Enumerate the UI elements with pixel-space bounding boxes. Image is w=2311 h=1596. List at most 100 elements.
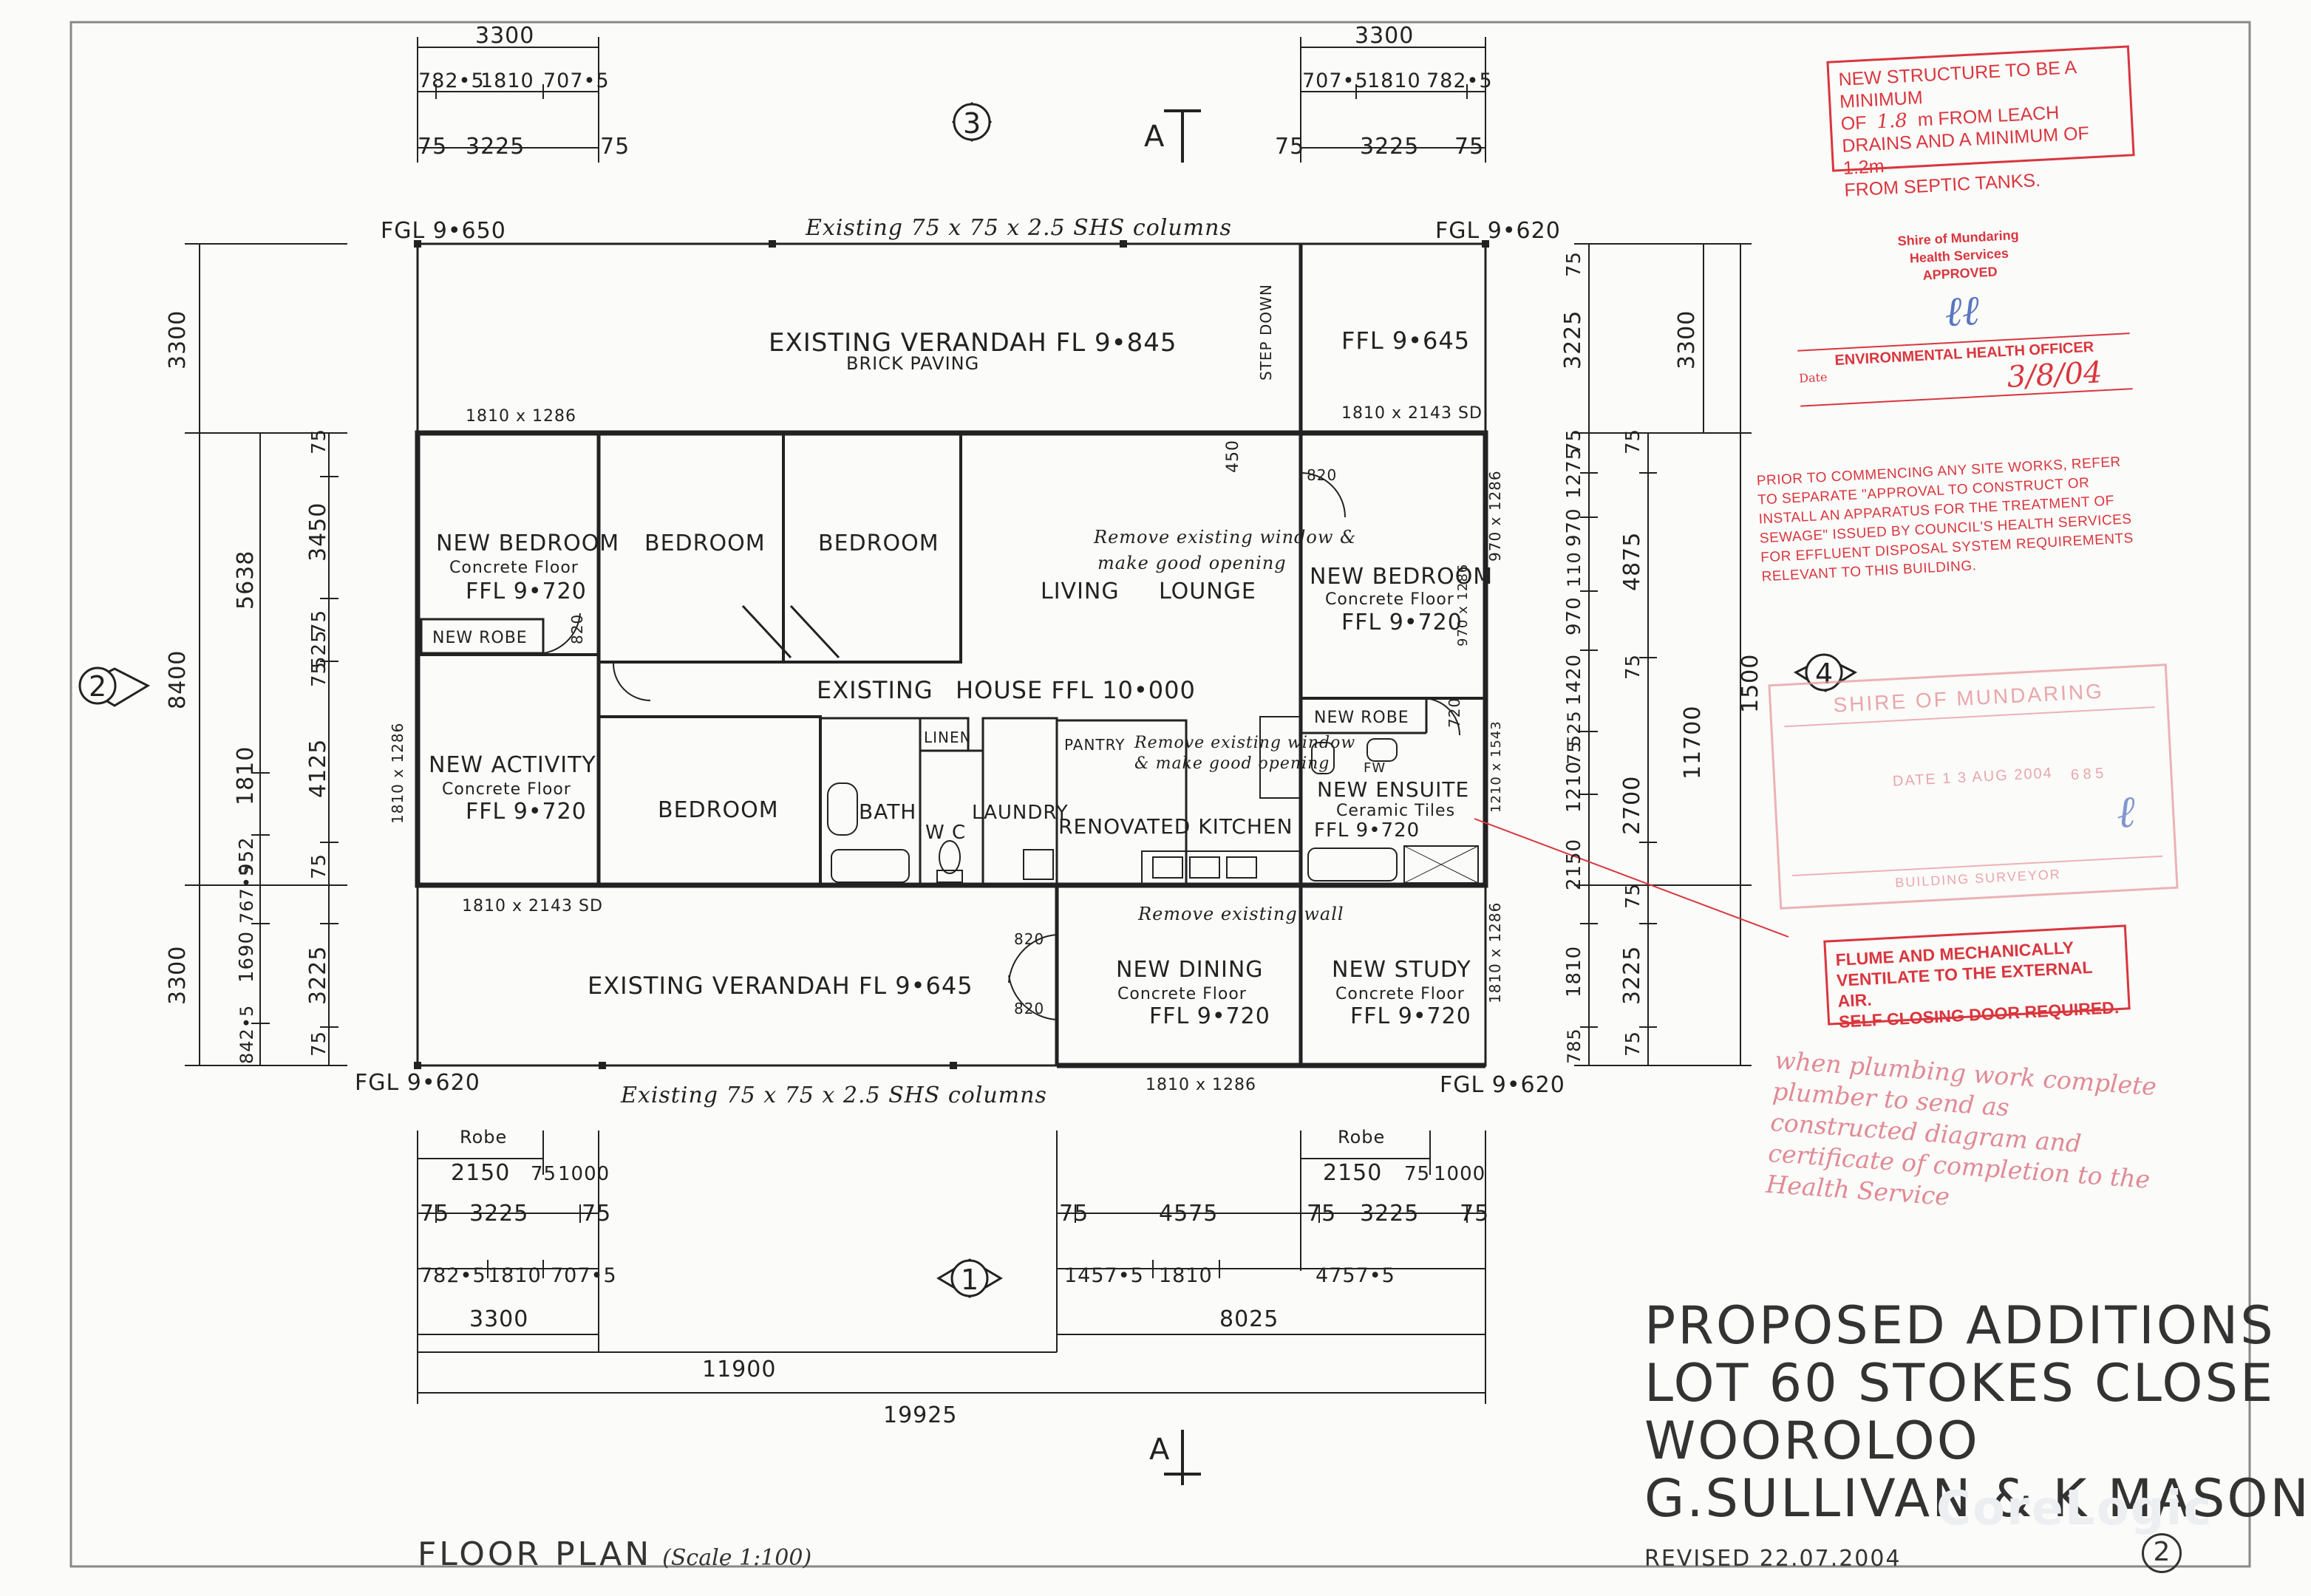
elevation-marker-3-icon (951, 101, 993, 143)
surveyor-stamp-date: DATE 1 3 AUG 2004 (1892, 765, 2054, 790)
elevation-label-4: 4 (1815, 658, 1834, 690)
verandah-bottom-label: EXISTING VERANDAH FL 9•645 (588, 972, 973, 1000)
ffl-top-right: FFL 9•645 (1341, 327, 1470, 355)
dim-left-mid-4: 1690 (236, 931, 258, 983)
dim-right-outer-1: 3300 (1674, 310, 1700, 369)
new-bedroom-1-label: NEW BEDROOM (436, 531, 619, 556)
approval-date-label: Date (1798, 369, 1828, 386)
dim-bottom-left-overall: 3300 (469, 1306, 528, 1332)
title-line-2: LOT 60 STOKES CLOSE (1644, 1353, 2276, 1413)
new-robe-right-label: NEW ROBE (1314, 709, 1409, 727)
dim-left-inner-7: 75 (308, 853, 330, 879)
dim-right-mid-6: 3225 (1619, 946, 1645, 1005)
dim-top-right-i2: 3225 (1360, 134, 1419, 160)
elevation-label-1: 1 (961, 1264, 979, 1296)
walls (415, 242, 1488, 1068)
health-approval-stamp: Shire of Mundaring Health Services APPRO… (1791, 220, 2133, 407)
dim-top-left-i3: 75 (600, 134, 630, 160)
lounge-label: LOUNGE (1159, 579, 1256, 604)
columns (414, 240, 1489, 1069)
dim-right-inner-5: 970 (1563, 508, 1585, 547)
bedroom-1-label: BEDROOM (644, 531, 766, 556)
new-bedroom-2-ffl: FFL 9•720 (1341, 610, 1463, 635)
dim-left-inner-4: 525 (308, 630, 330, 669)
dim-left-mid-1: 5638 (233, 550, 259, 610)
dim-left-inner-2: 3450 (305, 502, 331, 562)
linen-label: LINEN (924, 729, 972, 746)
elevation-marker-4-icon (1793, 653, 1858, 692)
dim-left-inner-8: 3225 (305, 946, 331, 1005)
dim-right-inner-6: 110 (1564, 551, 1585, 587)
level-labels: FGL 9•650 FGL 9•620 FGL 9•620 FGL 9•620 (355, 218, 1565, 1098)
laundry-label: LAUNDRY (972, 802, 1069, 824)
dim-right-inner-14: 785 (1564, 1028, 1585, 1064)
dim-bottom-right-robe-2: 75 (1404, 1163, 1430, 1185)
dim-right-mid-7: 75 (1622, 1031, 1644, 1057)
dim-450: 450 (1224, 440, 1242, 473)
new-dining-ffl: FFL 9•720 (1149, 1003, 1270, 1029)
dim-bottom-left-p1: 782•5 (420, 1264, 486, 1287)
plumbing-handwritten-note: when plumbing work complete plumber to s… (1765, 1046, 2158, 1211)
dim-bottom-left-p2: 1810 (488, 1264, 542, 1287)
dim-bottom-left-robe: Robe (460, 1127, 507, 1147)
verandah-top-label: EXISTING VERANDAH FL 9•845 (769, 328, 1177, 358)
remove-window-note-2b: & make good opening (1134, 754, 1330, 773)
renovated-kitchen-label: RENOVATED KITCHEN (1058, 814, 1293, 839)
dim-right-inner-12: 2150 (1563, 839, 1585, 890)
door-swings (535, 472, 1460, 1020)
house-ffl-label: HOUSE FFL 10•000 (956, 676, 1196, 704)
dim-left-inner-5: 75 (308, 661, 330, 687)
dim-right-inner-4: 1275 (1563, 447, 1585, 499)
remove-wall-note: Remove existing wall (1137, 904, 1344, 924)
dim-left-inner-3: 75 (308, 610, 330, 635)
new-study-label: NEW STUDY (1332, 957, 1471, 983)
dim-bottom-mid-overall: 8025 (1219, 1306, 1279, 1332)
ensuite-tiles-label: Ceramic Tiles (1336, 802, 1455, 820)
section-marker-bottom: A (1149, 1433, 1170, 1467)
dim-bottom-mid-p3: 4757•5 (1316, 1264, 1395, 1287)
dim-door-2: 820 (568, 614, 586, 644)
new-bedroom-1-ffl: FFL 9•720 (466, 579, 587, 604)
sheet-number: 2 (2142, 1533, 2182, 1573)
fgl-nw: FGL 9•650 (381, 218, 506, 244)
existing-label: EXISTING (817, 676, 933, 704)
dim-right-inner-13: 1810 (1563, 946, 1585, 998)
dim-bottom-left-i3: 75 (582, 1201, 611, 1227)
dim-top-right-p1: 707•5 (1302, 69, 1369, 92)
dim-bottom-right-i3: 75 (1460, 1201, 1489, 1227)
dim-left-inner-6: 4125 (305, 739, 331, 798)
dim-right-inner-8: 1420 (1563, 654, 1585, 706)
dim-right-mid-5: 75 (1622, 883, 1644, 909)
watermark: CoreLogic (1936, 1481, 2213, 1536)
dim-window-9: 1210 x 1543 (1488, 720, 1504, 813)
floor-plan-title: FLOOR PLAN (418, 1535, 653, 1573)
bedroom-2-label: BEDROOM (818, 531, 939, 556)
dim-bottom-mid-p2: 1810 (1159, 1264, 1213, 1287)
flume-leader-line (1474, 818, 1789, 938)
dim-window-6: 1810 x 1286 (1486, 902, 1504, 1003)
approval-date-value: 3/8/04 (2006, 355, 2103, 395)
new-activity-ffl: FFL 9•720 (466, 799, 587, 825)
remove-window-note-2a: Remove existing window (1134, 734, 1355, 752)
new-activity-label: NEW ACTIVITY (429, 752, 596, 778)
dim-bottom-mid-p1: 1457•5 (1064, 1264, 1144, 1287)
dim-window-5: 1810 x 1286 (1146, 1076, 1256, 1094)
dim-door-4: 820 (1014, 1000, 1044, 1017)
remove-window-note-1a: Remove existing window & (1093, 527, 1356, 548)
dim-right-inner-9: 525 (1564, 710, 1585, 746)
dim-bottom-left-i2: 3225 (469, 1201, 528, 1227)
dim-right-inner-10: 75 (1564, 740, 1585, 765)
dim-bottom-mid-i2: 4575 (1159, 1201, 1218, 1227)
setback-stamp-of: OF (1840, 112, 1868, 134)
dimension-labels: 3300 782•5 1810 707•5 75 3225 75 3300 70… (165, 23, 1763, 1428)
setback-stamp-distance: 1.8 (1876, 109, 1908, 134)
new-ensuite-label: NEW ENSUITE (1317, 777, 1469, 802)
dim-top-left-i2: 3225 (466, 134, 525, 160)
dim-left-inner-1: 75 (308, 429, 330, 454)
dim-window-1: 1810 x 1286 (466, 407, 576, 426)
dim-left-mid-6: 842•5 (236, 1005, 257, 1064)
new-study-ffl: FFL 9•720 (1350, 1003, 1471, 1029)
living-label: LIVING (1041, 579, 1120, 604)
fgl-se: FGL 9•620 (1440, 1072, 1565, 1098)
scale-note: (Scale 1:100) (662, 1545, 812, 1571)
